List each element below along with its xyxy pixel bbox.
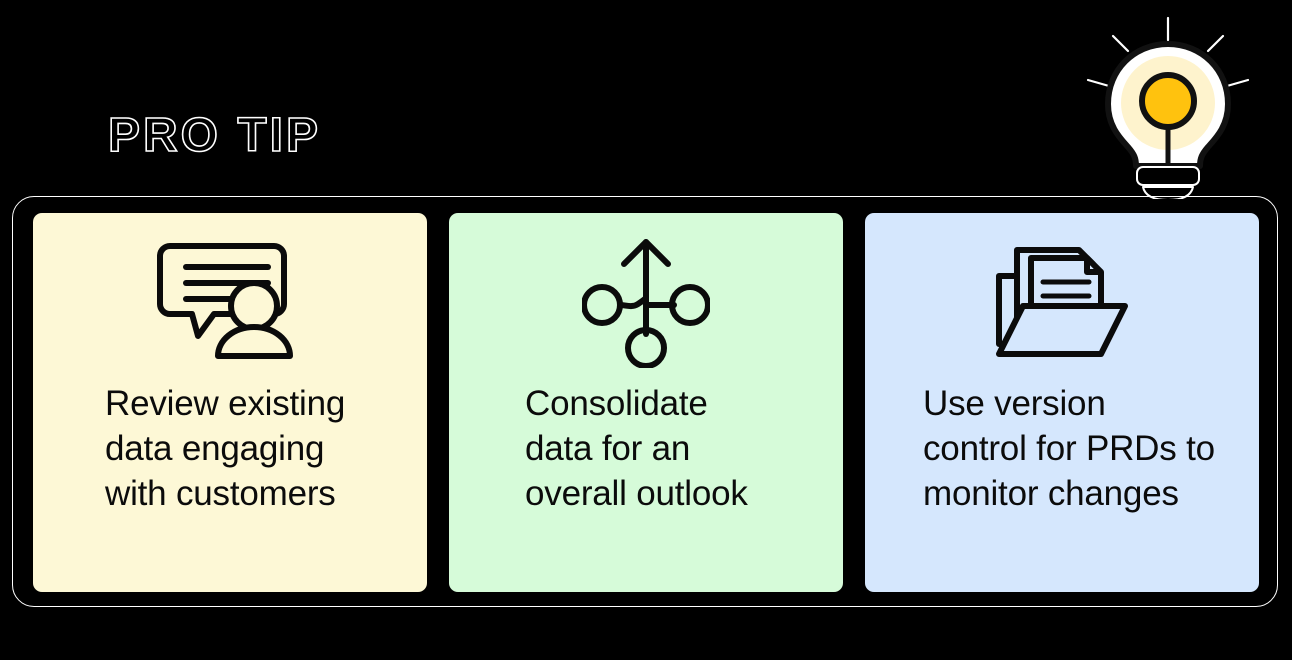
tip-line: control for PRDs to xyxy=(923,429,1215,468)
tip-card-text: Review existing data engaging with custo… xyxy=(33,381,345,516)
tip-line: Review existing xyxy=(105,384,346,423)
tip-line: overall outlook xyxy=(525,474,748,513)
tip-card-text: Consolidate data for an overall outlook xyxy=(449,381,748,516)
tip-line: Use version xyxy=(923,384,1106,423)
folder-documents-icon xyxy=(865,213,1259,381)
tip-card-review-data[interactable]: Review existing data engaging with custo… xyxy=(33,213,427,592)
merge-arrow-nodes-icon xyxy=(449,213,843,381)
tip-card-consolidate-data[interactable]: Consolidate data for an overall outlook xyxy=(449,213,843,592)
tip-line: data for an xyxy=(525,429,691,468)
tips-panel xyxy=(12,196,1278,607)
lightbulb-icon xyxy=(1058,4,1278,201)
tip-card-text: Use version control for PRDs to monitor … xyxy=(865,381,1215,516)
tip-card-version-control[interactable]: Use version control for PRDs to monitor … xyxy=(865,213,1259,592)
tips-card-list: Review existing data engaging with custo… xyxy=(33,213,1259,592)
tip-line: monitor changes xyxy=(923,474,1179,513)
tip-line: Consolidate xyxy=(525,384,708,423)
tip-line: with customers xyxy=(105,474,336,513)
speech-bubble-person-icon xyxy=(33,213,427,381)
page-title: PRO TIP xyxy=(107,108,322,163)
header: PRO TIP xyxy=(0,0,1292,201)
tip-line: data engaging xyxy=(105,429,325,468)
